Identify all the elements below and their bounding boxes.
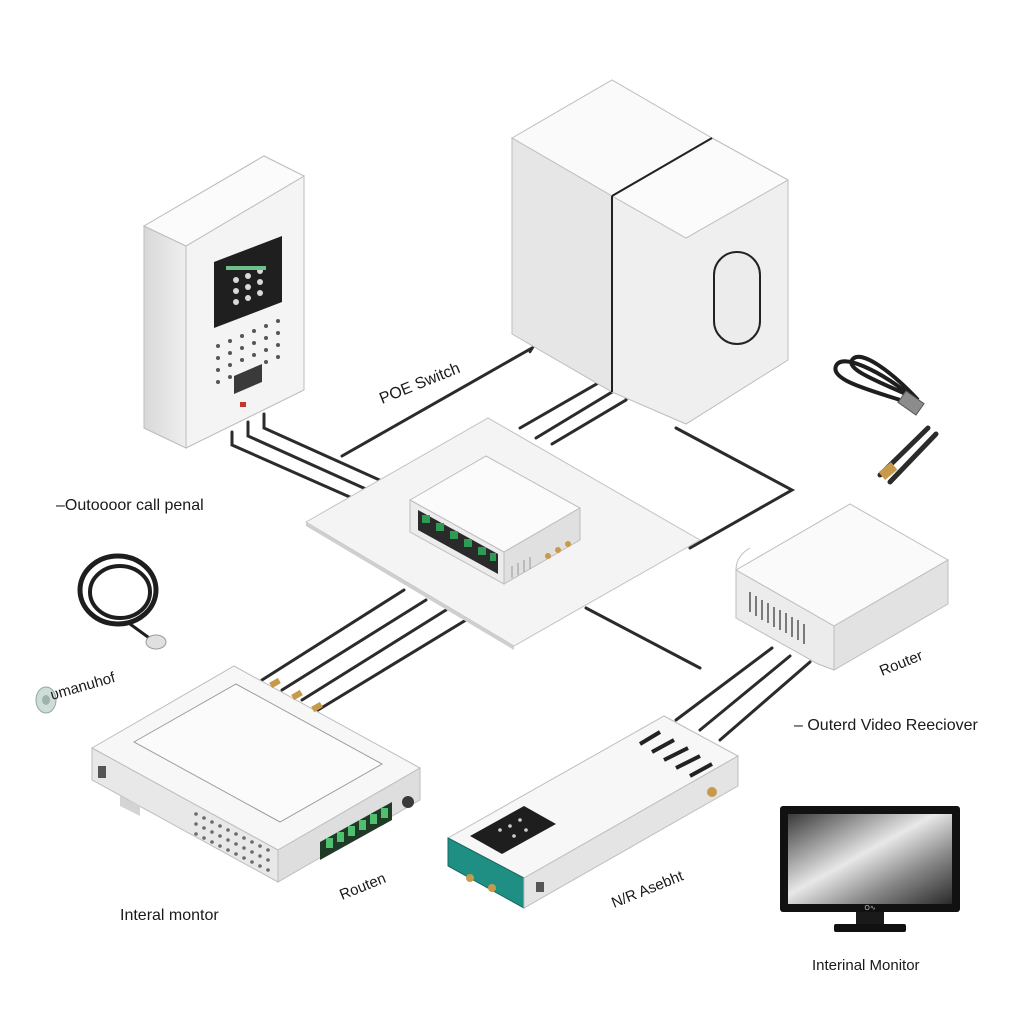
label-internal-monitor-right: Interinal Monitor — [812, 957, 920, 974]
label-router-bottom: Routen — [337, 870, 388, 904]
router-bottom — [90, 665, 422, 883]
switch-ports — [418, 510, 498, 574]
label-router-right: Router — [877, 647, 925, 680]
cable-coil-top — [833, 354, 925, 480]
router-bottom-ports — [320, 802, 392, 860]
router-vents — [749, 592, 805, 644]
label-internal-monitor-left: Interal montor — [120, 907, 219, 924]
cabinet-window — [713, 251, 761, 345]
label-outdoor-call-panel: –Outoooor call penal — [56, 497, 204, 514]
keypad-buttons — [226, 266, 266, 305]
monitor-screen — [788, 814, 952, 904]
label-nvr: N/R Asebht — [609, 867, 686, 911]
mic-grille — [234, 364, 262, 394]
keypad-display — [214, 236, 282, 328]
label-poe-switch: POE Switch — [377, 360, 463, 408]
outdoor-call-panel — [142, 155, 306, 449]
speaker-grille — [216, 319, 280, 384]
label-coil: ᴜmanuhof — [48, 669, 117, 704]
poe-switch — [408, 455, 582, 585]
router-right — [734, 503, 950, 671]
router-bottom-vents — [194, 812, 270, 872]
internal-monitor: O∿ — [780, 806, 960, 932]
cable-coil-left — [35, 553, 167, 714]
monitor-logo: O∿ — [864, 904, 876, 912]
label-outdoor-video-receiver: – Outerd Video Reeciover — [794, 717, 978, 734]
equipment-cabinet — [511, 79, 790, 425]
nvr-board — [446, 715, 740, 909]
